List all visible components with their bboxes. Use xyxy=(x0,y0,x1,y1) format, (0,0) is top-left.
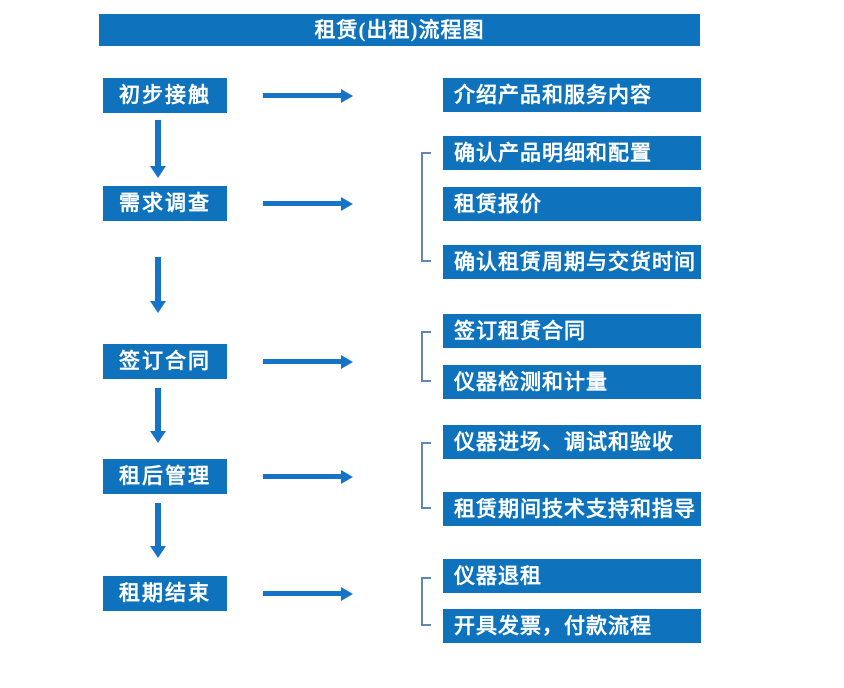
detail-box: 签订租赁合同 xyxy=(443,314,701,348)
down-arrow xyxy=(155,503,161,546)
right-arrow xyxy=(263,591,341,596)
group-bracket xyxy=(421,152,431,262)
group-bracket xyxy=(421,577,431,626)
detail-box: 仪器进场、调试和验收 xyxy=(443,425,701,459)
step-box-demand-survey: 需求调查 xyxy=(103,186,227,221)
detail-box: 租赁期间技术支持和指导 xyxy=(443,492,701,526)
right-arrow xyxy=(263,359,341,364)
right-arrow xyxy=(263,201,341,206)
right-arrow xyxy=(263,93,341,98)
step-box-initial-contact: 初步接触 xyxy=(103,78,227,113)
detail-box: 确认租赁周期与交货时间 xyxy=(443,245,701,279)
down-arrow xyxy=(155,388,161,431)
down-arrow xyxy=(155,120,161,166)
diagram-title: 租赁(出租)流程图 xyxy=(99,14,700,46)
step-box-sign-contract: 签订合同 xyxy=(103,344,227,379)
detail-box: 介绍产品和服务内容 xyxy=(443,78,701,112)
group-bracket xyxy=(421,331,431,382)
detail-box: 租赁报价 xyxy=(443,187,701,221)
detail-box: 仪器退租 xyxy=(443,559,701,593)
group-bracket xyxy=(421,442,431,509)
right-arrow xyxy=(263,474,341,479)
step-box-post-rental-management: 租后管理 xyxy=(103,459,227,494)
detail-box: 确认产品明细和配置 xyxy=(443,136,701,170)
detail-box: 仪器检测和计量 xyxy=(443,365,701,399)
down-arrow xyxy=(155,257,161,301)
detail-box: 开具发票，付款流程 xyxy=(443,609,701,643)
step-box-rental-end: 租期结束 xyxy=(103,576,227,611)
